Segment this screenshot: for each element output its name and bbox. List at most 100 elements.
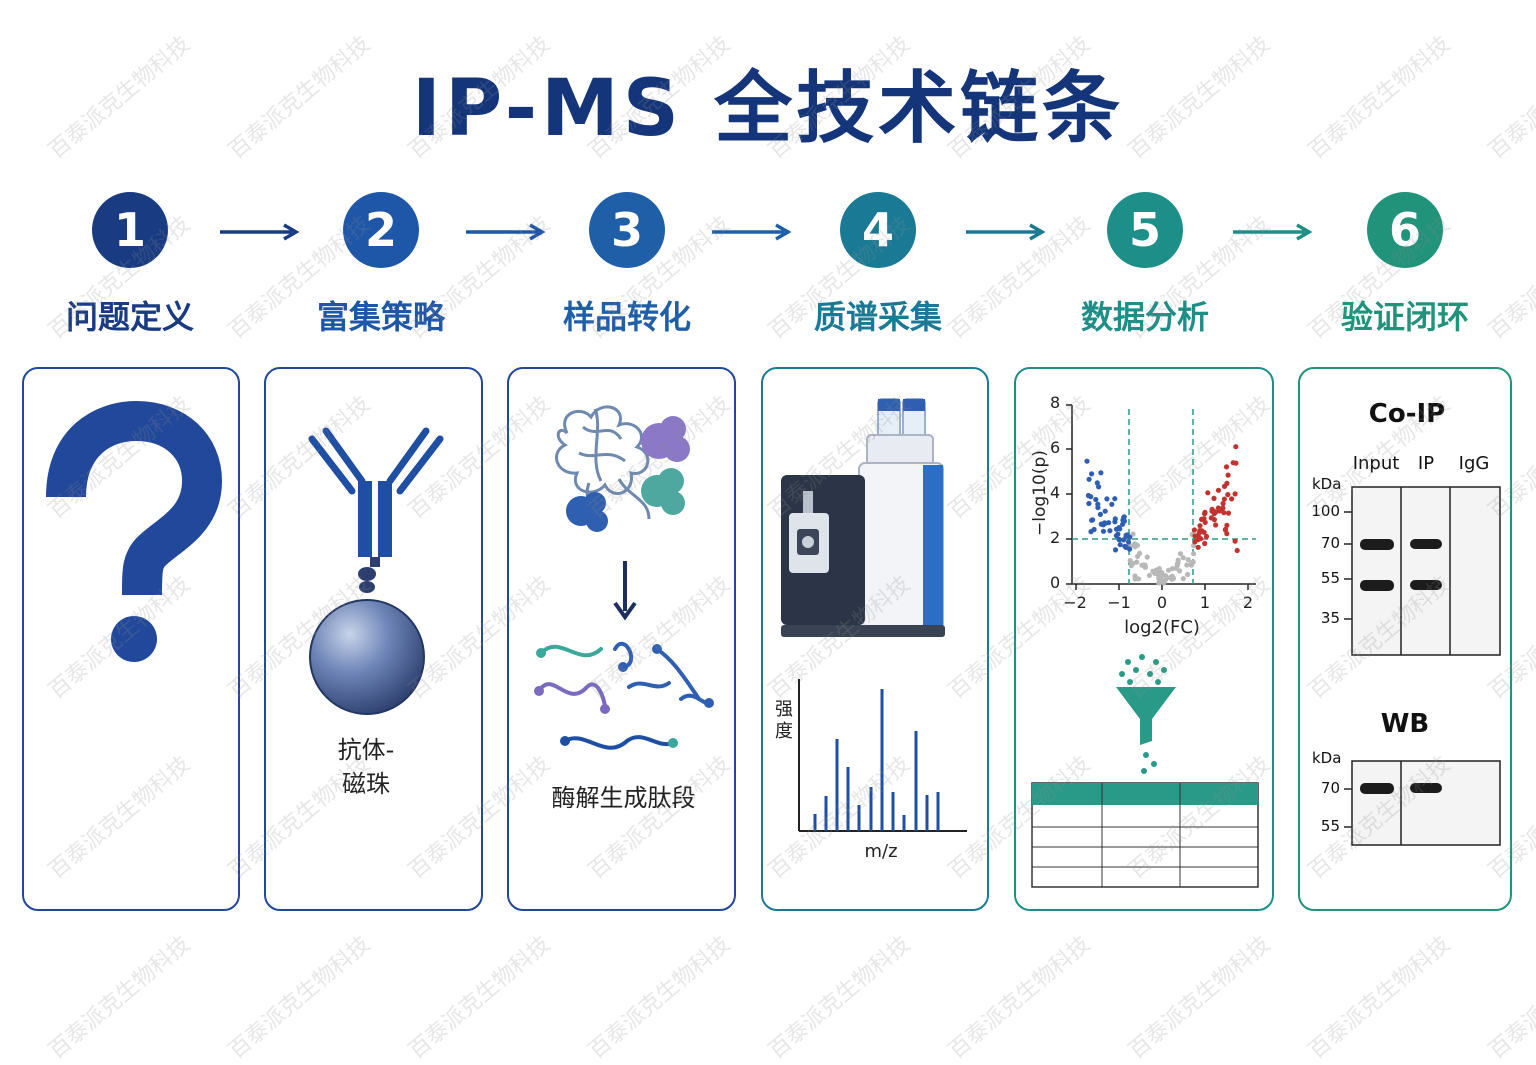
volcano-point (1100, 521, 1106, 527)
marker-70: 70 (1320, 534, 1340, 552)
arrow-right-icon (220, 223, 300, 241)
watermark-text: 百泰派克生物科技 (944, 931, 1096, 1065)
volcano-point (1191, 543, 1197, 549)
result-table (1031, 782, 1259, 888)
card-antibody-bead: 抗体- 磁珠 (264, 367, 483, 911)
card-question (22, 367, 240, 911)
volcano-point (1116, 536, 1122, 542)
volcano-point (1198, 536, 1204, 542)
volcano-point (1130, 560, 1136, 566)
volcano-ylabel: −log10(p) (1030, 450, 1050, 536)
volcano-point (1191, 551, 1197, 557)
volcano-point (1202, 540, 1208, 547)
volcano-point (1192, 539, 1198, 545)
volcano-point (1122, 543, 1128, 549)
watermark-text: 百泰派克生物科技 (584, 931, 736, 1065)
volcano-point (1221, 496, 1227, 502)
step-2-label: 富集策略 (316, 298, 445, 336)
volcano-point (1211, 495, 1217, 501)
volcano-point (1132, 576, 1138, 582)
volcano-point (1185, 557, 1191, 563)
arrow-right-icon (712, 223, 792, 241)
marker-100: 100 (1311, 502, 1340, 520)
volcano-point (1201, 516, 1207, 522)
step-1-badge: 1 (92, 192, 168, 268)
volcano-point (1234, 547, 1240, 554)
volcano-point (1097, 511, 1103, 517)
volcano-point (1085, 492, 1091, 499)
volcano-point (1117, 542, 1123, 548)
marker-70: 70 (1320, 779, 1340, 797)
card-validation: Co-IP Input IP IgG kDa 100 70 55 35 WB k… (1298, 367, 1512, 911)
volcano-point (1094, 480, 1100, 486)
volcano-point (1124, 532, 1130, 538)
volcano-xtick: 1 (1199, 593, 1211, 612)
page-title: IP-MS 全技术链条 (411, 64, 1125, 154)
volcano-point (1184, 562, 1190, 568)
volcano-point (1137, 550, 1143, 556)
watermark-text: 百泰派克生物科技 (1124, 931, 1276, 1065)
digestion-caption: 酶解生成肽段 (551, 784, 696, 812)
volcano-point (1232, 491, 1238, 497)
volcano-point (1158, 576, 1164, 582)
mass-spectrometer-icon (781, 398, 945, 637)
step-5-badge: 5 (1107, 192, 1183, 268)
lane-label-igg: IgG (1458, 453, 1490, 474)
volcano-point (1089, 471, 1095, 477)
volcano-ytick: 2 (1050, 528, 1061, 547)
wb-title: WB (1380, 709, 1430, 739)
step-4-badge: 4 (840, 192, 916, 268)
arrow-right-icon (966, 223, 1046, 241)
volcano-point (1177, 568, 1183, 574)
antibody-bead-icon (308, 427, 444, 715)
volcano-point (1113, 533, 1119, 539)
mz-label: m/z (864, 841, 898, 862)
volcano-point (1202, 509, 1208, 515)
volcano-xlabel: log2(FC) (1124, 617, 1200, 638)
kda-label: kDa (1312, 749, 1342, 767)
kda-label: kDa (1312, 475, 1342, 493)
volcano-point (1177, 551, 1184, 557)
step-6-badge: 6 (1367, 192, 1443, 268)
volcano-point (1203, 533, 1210, 540)
volcano-point (1162, 573, 1169, 579)
volcano-point (1198, 528, 1204, 534)
volcano-point (1224, 522, 1230, 528)
volcano-point (1189, 560, 1195, 566)
spectrum-chart (798, 679, 967, 832)
volcano-point (1233, 444, 1239, 450)
volcano-plot (1066, 404, 1256, 590)
volcano-point (1229, 496, 1235, 502)
marker-55: 55 (1320, 569, 1340, 587)
volcano-point (1121, 514, 1127, 521)
card-data-analysis: 8 6 4 2 0 −2 −1 0 1 2 log2(FC) −log10(p) (1014, 367, 1274, 911)
volcano-ytick: 6 (1050, 438, 1061, 457)
protein-digestion-icon (534, 405, 714, 750)
question-mark-icon (46, 400, 223, 662)
volcano-point (1093, 496, 1099, 503)
volcano-point (1130, 531, 1136, 537)
volcano-point (1174, 561, 1180, 567)
volcano-point (1225, 472, 1231, 478)
step-6-label: 验证闭环 (1340, 298, 1469, 336)
watermark-text: 百泰派克生物科技 (404, 931, 556, 1065)
volcano-point (1107, 528, 1113, 534)
volcano-point (1096, 484, 1102, 490)
card-mass-spec: 强度 m/z (761, 367, 989, 911)
watermark-text: 百泰派克生物科技 (44, 931, 196, 1065)
volcano-point (1175, 557, 1181, 563)
watermark-text: 百泰派克生物科技 (764, 931, 916, 1065)
volcano-point (1213, 509, 1219, 515)
arrow-right-icon (1233, 223, 1313, 241)
volcano-point (1205, 490, 1211, 496)
step-2-badge: 2 (343, 192, 419, 268)
volcano-points (1084, 444, 1240, 586)
step-5-label: 数据分析 (1080, 298, 1209, 336)
watermark-text: 百泰派克生物科技 (224, 931, 376, 1065)
volcano-point (1113, 526, 1120, 532)
western-blot-panels (1344, 486, 1501, 846)
volcano-point (1152, 570, 1158, 576)
volcano-xtick: −1 (1107, 593, 1131, 612)
volcano-point (1134, 542, 1141, 548)
card-digestion: 酶解生成肽段 (507, 367, 736, 911)
